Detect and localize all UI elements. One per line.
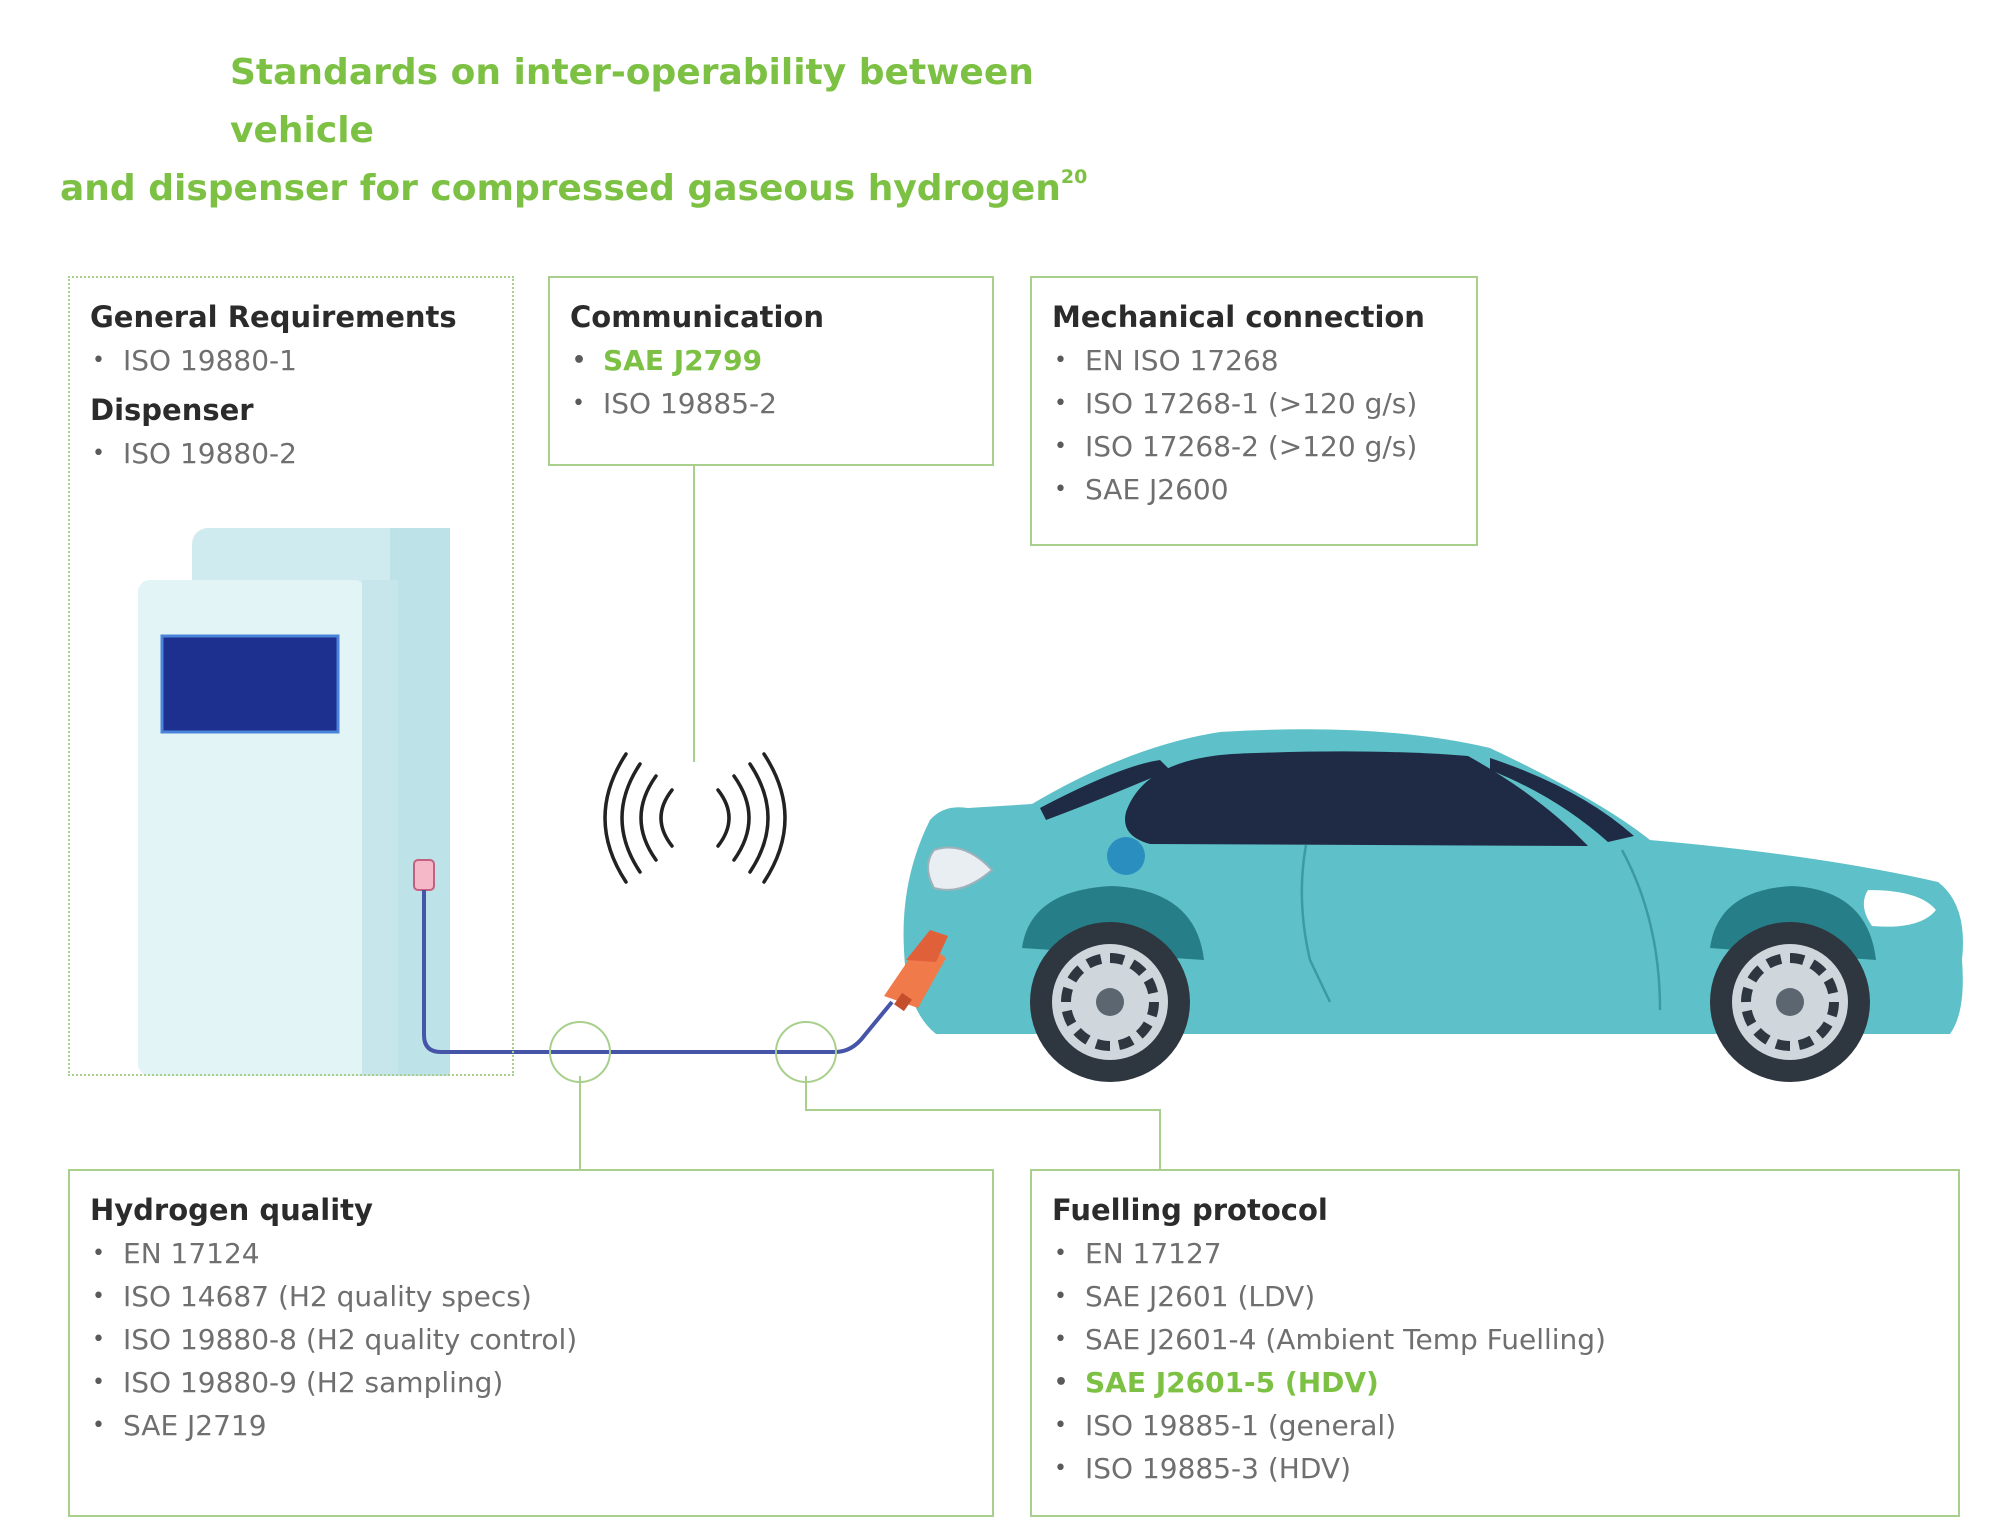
mechanical-connection-heading: Mechanical connection xyxy=(1052,300,1425,334)
hydrogen-quality-list: EN 17124 ISO 14687 (H2 quality specs) IS… xyxy=(90,1232,972,1447)
list-item: ISO 14687 (H2 quality specs) xyxy=(90,1275,972,1318)
list-item: SAE J2799 xyxy=(570,339,972,382)
list-item: ISO 19880-8 (H2 quality control) xyxy=(90,1318,972,1361)
hose xyxy=(422,890,894,1054)
title-line-2: and dispenser for compressed gaseous hyd… xyxy=(60,160,1180,218)
list-item: EN 17124 xyxy=(90,1232,972,1275)
list-item: ISO 19880-2 xyxy=(90,432,492,475)
fuelling-protocol-heading: Fuelling protocol xyxy=(1052,1193,1328,1227)
fuelling-protocol-list: EN 17127 SAE J2601 (LDV) SAE J2601-4 (Am… xyxy=(1052,1232,1938,1490)
mechanical-connection-box: Mechanical connection EN ISO 17268 ISO 1… xyxy=(1030,276,1478,546)
general-requirements-box: General Requirements ISO 19880-1 Dispens… xyxy=(68,276,514,1076)
list-item: SAE J2601-5 (HDV) xyxy=(1052,1361,1938,1404)
fuelling-joint-marker xyxy=(775,1021,837,1083)
title-line-2-text: and dispenser for compressed gaseous hyd… xyxy=(60,168,1061,209)
list-item: ISO 19885-3 (HDV) xyxy=(1052,1447,1938,1490)
title-line-1: Standards on inter-operability between v… xyxy=(230,52,1034,151)
list-item: SAE J2600 xyxy=(1052,468,1456,511)
mechanical-connection-list: EN ISO 17268 ISO 17268-1 (>120 g/s) ISO … xyxy=(1052,339,1456,511)
wireless-signal-icon xyxy=(603,752,787,884)
car-icon xyxy=(903,729,1963,1082)
list-item: SAE J2601-4 (Ambient Temp Fuelling) xyxy=(1052,1318,1938,1361)
communication-box: Communication SAE J2799 ISO 19885-2 xyxy=(548,276,994,466)
general-requirements-heading: General Requirements xyxy=(90,300,457,334)
communication-list: SAE J2799 ISO 19885-2 xyxy=(570,339,972,425)
list-item: EN 17127 xyxy=(1052,1232,1938,1275)
list-item: SAE J2601 (LDV) xyxy=(1052,1275,1938,1318)
diagram-title: Standards on inter-operability between v… xyxy=(60,44,1180,218)
dispenser-heading: Dispenser xyxy=(90,393,254,427)
communication-heading: Communication xyxy=(570,300,825,334)
general-requirements-list: ISO 19880-1 xyxy=(90,339,492,382)
fuelling-connector xyxy=(805,1076,1161,1169)
fuelling-protocol-box: Fuelling protocol EN 17127 SAE J2601 (LD… xyxy=(1030,1169,1960,1517)
list-item: ISO 19885-1 (general) xyxy=(1052,1404,1938,1447)
hydrogen-quality-box: Hydrogen quality EN 17124 ISO 14687 (H2 … xyxy=(68,1169,994,1517)
nozzle-icon xyxy=(884,930,948,1012)
list-item: ISO 17268-2 (>120 g/s) xyxy=(1052,425,1456,468)
list-item: ISO 19880-9 (H2 sampling) xyxy=(90,1361,972,1404)
dispenser-list: ISO 19880-2 xyxy=(90,432,492,475)
list-item: SAE J2719 xyxy=(90,1404,972,1447)
quality-joint-marker xyxy=(549,1021,611,1083)
fuel-dispenser-icon xyxy=(138,528,450,1076)
list-item: ISO 19885-2 xyxy=(570,382,972,425)
title-footnote: 20 xyxy=(1060,166,1088,188)
dispenser-screen xyxy=(160,634,340,734)
list-item: EN ISO 17268 xyxy=(1052,339,1456,382)
list-item: ISO 17268-1 (>120 g/s) xyxy=(1052,382,1456,425)
hydrogen-quality-heading: Hydrogen quality xyxy=(90,1193,373,1227)
list-item: ISO 19880-1 xyxy=(90,339,492,382)
